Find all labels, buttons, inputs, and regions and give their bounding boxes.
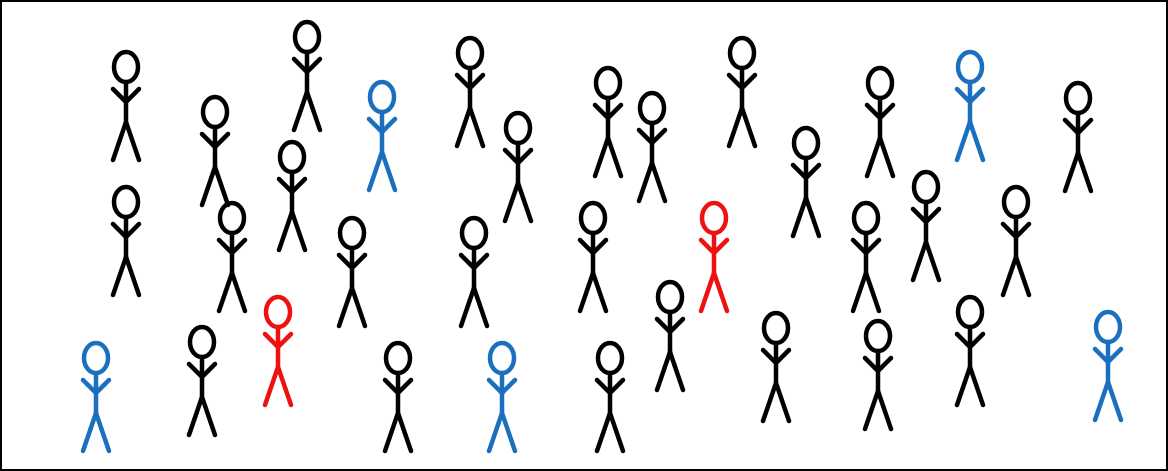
diagram-frame	[1, 1, 1167, 470]
stick-figure-crowd-diagram	[0, 0, 1168, 471]
